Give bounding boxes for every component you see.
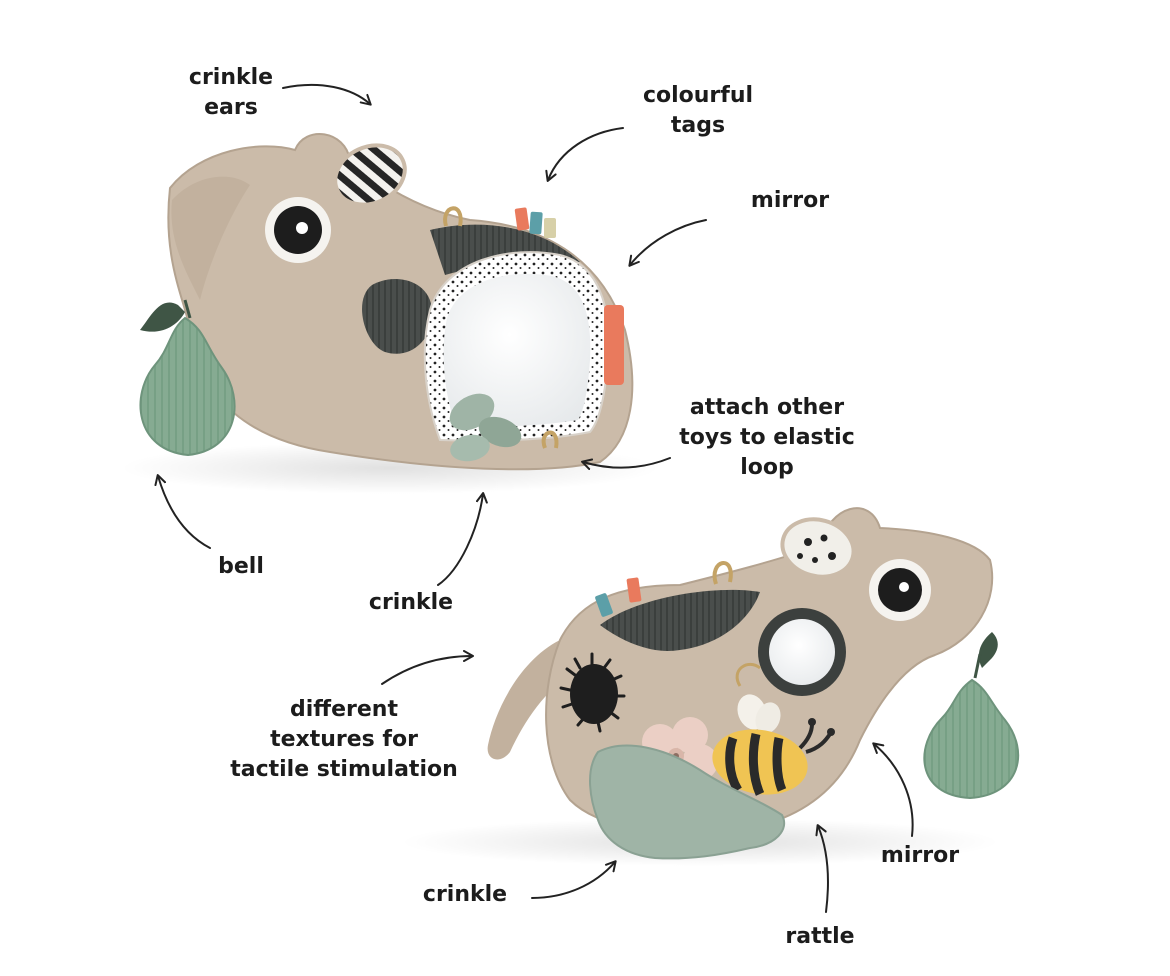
top-toy-tag-cream [544,218,556,238]
label-bell: bell [206,552,276,582]
label-textures: different textures for tactile stimulati… [220,695,468,785]
top-toy-eye-highlight [296,222,308,234]
label-line: different [290,697,398,722]
top-toy-crinkle-ear [333,143,407,207]
top-toy [120,133,660,494]
bottom-toy-crinkle-ear [780,517,856,579]
arrow-icon [531,860,617,899]
label-line: crinkle [188,65,274,90]
bottom-toy-tag-orange [626,577,642,603]
bottom-toy-loop [712,561,733,585]
top-toy-side-patch [362,278,433,354]
top-toy-tag-orange [514,207,530,231]
bottom-toy-texture-patch [559,652,626,733]
bottom-toy-back-patch [600,589,760,651]
label-crinkle-mid: crinkle [356,588,466,618]
label-line: ears [204,95,258,120]
top-toy-pear-bell [139,299,236,457]
label-line: tactile stimulation [230,757,458,782]
bottom-toy-mirror [769,619,835,685]
top-toy-brand-tag [604,305,624,385]
label-attach-loop: attach other toys to elastic loop [672,393,862,483]
label-line: loop [740,455,794,480]
top-toy-back-patch [430,224,580,275]
arrow-icon [815,824,829,913]
label-colourful-tags: colourful tags [633,81,763,141]
callout-arrows [154,83,914,913]
arrow-icon [154,474,211,549]
top-toy-tag-teal [529,211,543,235]
label-line: crinkle [422,882,508,907]
bottom-toy-tag-teal [595,593,613,617]
label-line: mirror [750,188,830,213]
label-crinkle-ears: crinkle ears [176,63,286,123]
label-line: textures for [270,727,418,752]
bottom-toy-bee-rattle [712,662,835,796]
label-mirror-bottom: mirror [870,841,970,871]
bottom-toy-eye-highlight [899,582,909,592]
arrow-icon [872,742,914,837]
top-toy-loop-top [443,206,463,227]
top-toy-snout [171,176,250,300]
label-line: colourful [642,83,754,108]
arrow-icon [545,127,624,182]
label-line: mirror [880,843,960,868]
label-line: crinkle [368,590,454,615]
bottom-toy-pear-bell [923,632,1020,800]
label-line: tags [670,113,726,138]
bottom-toy [400,507,1020,866]
label-line: attach other [689,395,845,420]
top-toy-leaf-knot [449,393,522,462]
label-line: rattle [785,924,855,949]
arrow-icon [282,83,372,106]
bottom-toy-crinkle-cloth [589,744,785,860]
arrow-icon [437,492,488,586]
label-mirror-top: mirror [740,186,840,216]
arrow-icon [581,457,671,471]
top-toy-elastic-loop [541,430,559,449]
arrow-icon [381,650,474,685]
top-toy-mirror [443,273,591,427]
label-line: toys to elastic [679,425,855,450]
arrow-icon [628,219,707,267]
label-line: bell [218,554,264,579]
label-rattle: rattle [770,922,870,952]
label-crinkle-bottom: crinkle [410,880,520,910]
